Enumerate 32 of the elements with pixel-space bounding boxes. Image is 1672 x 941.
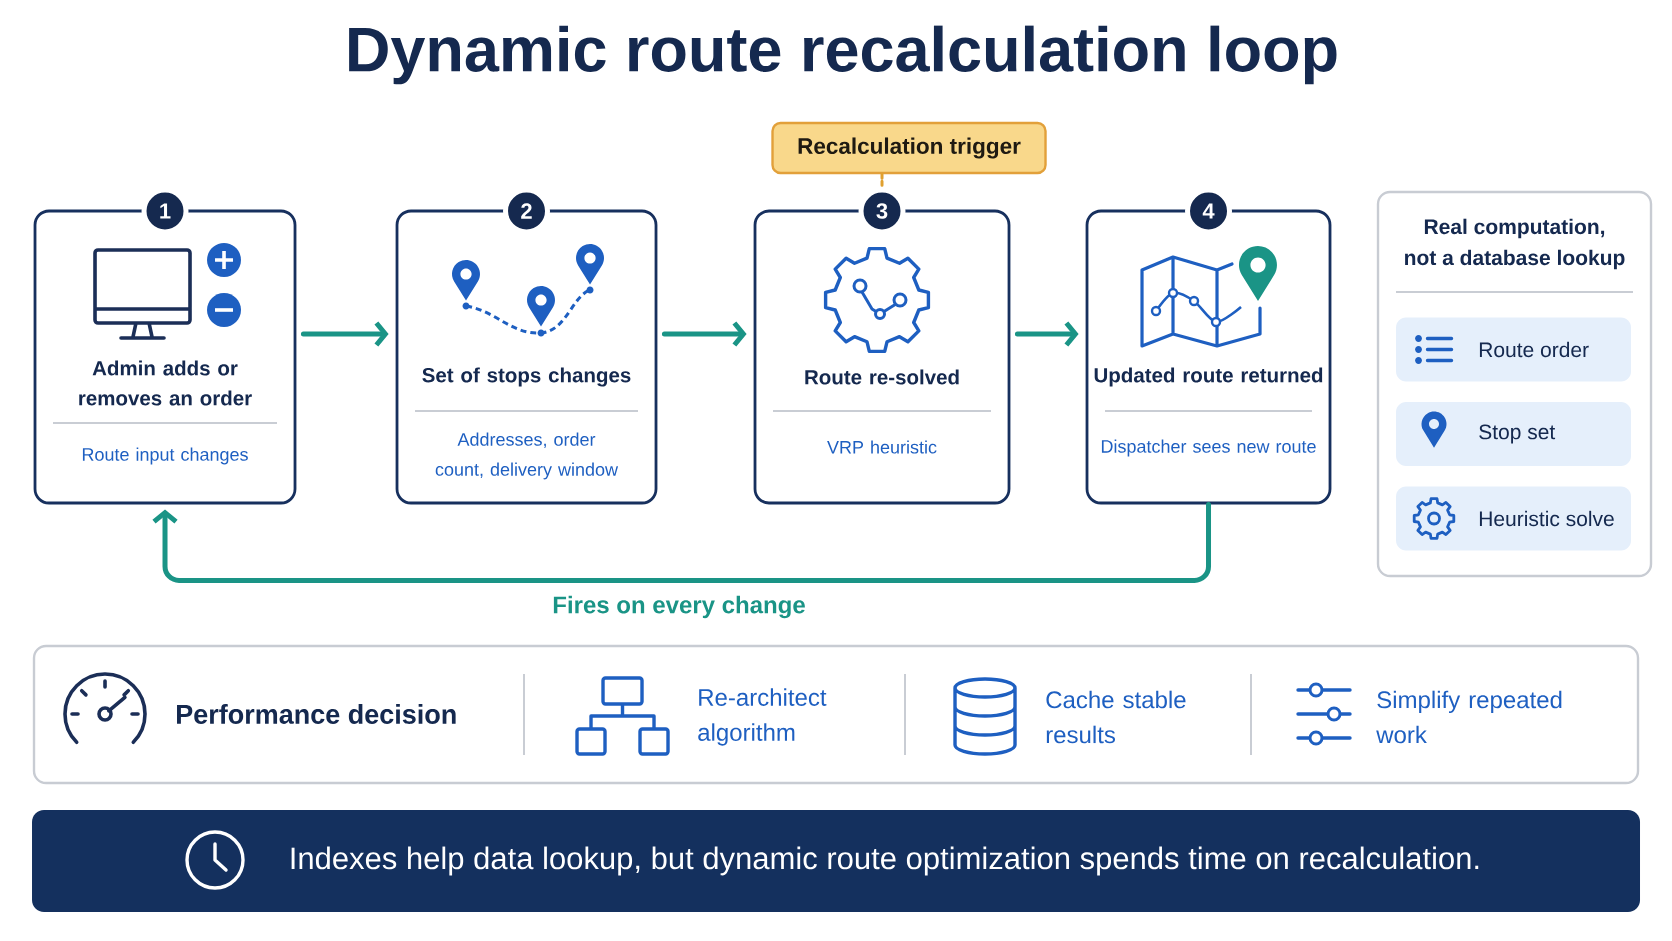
trigger-tag: Recalculation trigger	[771, 121, 1047, 175]
arrow	[152, 501, 1211, 583]
side-panel	[1376, 190, 1653, 578]
arrow	[661, 321, 747, 347]
strategy-label: Cache stable results	[1046, 690, 1186, 744]
title: Dynamic route recalculation loop	[349, 25, 1337, 85]
step-number-badge: 3	[858, 187, 906, 235]
note-banner	[32, 810, 1640, 912]
step-number-badge: 1	[141, 187, 189, 235]
step-detail: Route input changes	[82, 447, 248, 465]
step-detail: VRP heuristic	[827, 440, 937, 454]
step-number-badge: 2	[503, 187, 550, 235]
arrow	[1014, 321, 1079, 347]
info-band	[32, 644, 1640, 785]
panel-heading: Real computation, not a database lookup	[1405, 218, 1625, 270]
step-title: Route re-solved	[805, 369, 959, 385]
edge-label: Fires on every change	[550, 593, 808, 621]
band-heading: Performance decision	[177, 704, 456, 724]
step-title: Admin adds or removes an order	[79, 360, 252, 406]
step-number-badge: 4	[1185, 187, 1232, 235]
panel-item: Stop set	[1396, 402, 1631, 466]
strategy-label: Re-architect algorithm	[698, 688, 827, 746]
arrow	[300, 321, 389, 347]
strategy-label: Simplify repeated work	[1376, 690, 1562, 744]
note-text: Indexes help data lookup, but dynamic route optimization spends time on recalculation.	[291, 846, 1479, 876]
panel-item: Heuristic solve	[1396, 486, 1631, 551]
panel-item: Route order	[1396, 317, 1631, 382]
step-detail: Dispatcher sees new route	[1101, 439, 1316, 457]
step-title: Set of stops changes	[422, 367, 631, 387]
connector-line	[880, 172, 884, 189]
step-detail: Addresses, order count, delivery window	[435, 432, 619, 480]
step-title: Updated route returned	[1094, 367, 1323, 387]
